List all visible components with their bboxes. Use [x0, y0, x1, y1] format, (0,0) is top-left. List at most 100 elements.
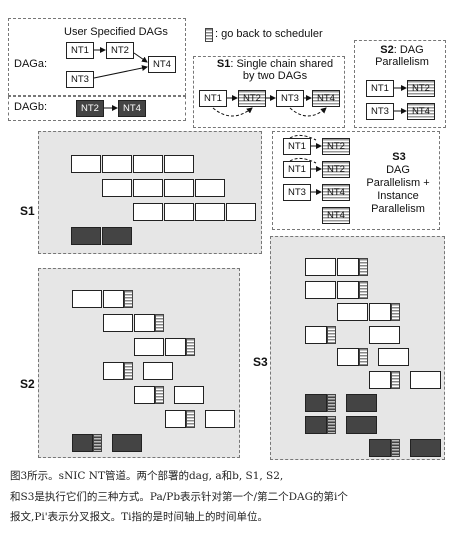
s3-cell	[369, 326, 400, 344]
s1-title-bold: S1	[216, 58, 231, 70]
s3-cell	[346, 416, 377, 434]
arrow-daga-2-4	[133, 52, 148, 63]
scheduler-coil-icon	[93, 434, 102, 452]
s2-cell	[143, 362, 173, 380]
s2-top-box	[354, 40, 446, 128]
s2-nt2: NT2	[407, 80, 435, 97]
s3-cell	[369, 371, 391, 389]
s3-cell	[305, 416, 327, 434]
s2-cell	[134, 338, 164, 356]
dagb-nt4: NT4	[118, 100, 146, 117]
s3-cell	[305, 281, 336, 299]
s2-cell	[174, 386, 204, 404]
s1-cell	[102, 155, 132, 173]
s1-cell	[164, 203, 194, 221]
scheduler-coil-icon	[124, 290, 133, 308]
s3-nt1b: NT1	[283, 161, 311, 178]
dagb-box	[8, 96, 186, 121]
s3-cell	[305, 326, 327, 344]
s3-cell	[346, 394, 377, 412]
scheduler-coil-icon	[359, 258, 368, 276]
s1-nt2: NT2	[238, 90, 266, 107]
s3-cell	[410, 439, 441, 457]
s3-cell	[337, 303, 368, 321]
s3-cell	[369, 439, 391, 457]
daga-nt3: NT3	[66, 71, 94, 88]
user-dags-box	[8, 18, 186, 96]
s1-top-title: S1: Single chain shared by two DAGs	[214, 58, 336, 82]
scheduler-coil-icon	[359, 281, 368, 299]
s3-cell	[378, 348, 409, 366]
caption-line-3: 报文,Pi'表示分叉报文。Ti指的是时间轴上的时间单位。	[10, 511, 269, 523]
scheduler-coil-icon	[155, 386, 164, 404]
s1-cell	[133, 203, 163, 221]
s3-cell	[337, 348, 359, 366]
s2-cell	[103, 290, 124, 308]
s2-cell	[72, 290, 102, 308]
s2-cell	[165, 410, 186, 428]
s3-cell	[305, 394, 327, 412]
s1-cell	[133, 179, 163, 197]
s1-cell	[164, 179, 194, 197]
s3-nt4a: NT4	[322, 184, 350, 201]
s3-cell	[369, 303, 391, 321]
s2-top-title: S2: DAG Parallelism	[364, 44, 440, 68]
s1-top-box	[193, 56, 345, 128]
arrow-s3-back-2	[289, 157, 317, 164]
dagb-label: DAGb:	[14, 101, 48, 113]
scheduler-coil-icon	[327, 394, 336, 412]
s3-nt2a: NT2	[322, 138, 350, 155]
scheduler-coil-icon	[186, 338, 195, 356]
s1-nt4: NT4	[312, 90, 340, 107]
s3-nt3: NT3	[283, 184, 311, 201]
s3-top-title-bold: S3	[392, 151, 406, 163]
s1-cell	[102, 179, 132, 197]
s1-cell	[133, 155, 163, 173]
s1-cell	[195, 203, 225, 221]
s2-nt3: NT3	[366, 103, 394, 120]
scheduler-coil-icon	[359, 348, 368, 366]
s3-nt4b: NT4	[322, 207, 350, 224]
s1-cell	[102, 227, 132, 245]
scheduler-coil-icon	[391, 371, 400, 389]
s3-cell	[337, 258, 359, 276]
daga-nt2: NT2	[106, 42, 134, 59]
s1-title-rest: : Single chain shared by two DAGs	[230, 58, 334, 82]
scheduler-coil-icon	[155, 314, 164, 332]
dagb-nt2: NT2	[76, 100, 104, 117]
arrow-daga-3-4	[93, 65, 148, 79]
scheduler-coil-icon	[327, 416, 336, 434]
s2-cell	[103, 362, 124, 380]
s3-cell	[305, 258, 336, 276]
scheduler-coil-icon	[124, 362, 133, 380]
legend-text: : go back to scheduler	[215, 28, 323, 40]
daga-nt1: NT1	[66, 42, 94, 59]
caption-line-2: 和S3是执行它们的三种方式。Pa/Pb表示针对第一个/第二个DAG的第i个	[10, 491, 348, 503]
scheduler-coil-icon	[327, 326, 336, 344]
arrow-s1-back-2	[289, 107, 327, 117]
s1-nt1: NT1	[199, 90, 227, 107]
user-dags-title: User Specified DAGs	[64, 26, 168, 38]
s1-cell	[71, 155, 101, 173]
s3-section-label: S3	[253, 355, 268, 369]
arrow-s3-back-1	[289, 134, 317, 141]
scheduler-coil-icon	[205, 28, 213, 42]
s1-cell	[226, 203, 256, 221]
s1-nt3: NT3	[276, 90, 304, 107]
daga-nt4: NT4	[148, 56, 176, 73]
s2-cell	[112, 434, 142, 452]
scheduler-coil-icon	[391, 303, 400, 321]
s2-nt1: NT1	[366, 80, 394, 97]
s2-section-label: S2	[20, 377, 35, 391]
scheduler-coil-icon	[391, 439, 400, 457]
s3-nt2b: NT2	[322, 161, 350, 178]
s3-top-box	[272, 131, 440, 230]
s3-top-title-rest: DAG Parallelism + Instance Parallelism	[366, 164, 430, 215]
s2-cell	[205, 410, 235, 428]
s3-cell	[337, 281, 359, 299]
s3-nt1a: NT1	[283, 138, 311, 155]
arrow-s1-back-1	[212, 107, 253, 117]
daga-label: DAGa:	[14, 58, 48, 70]
s2-nt4: NT4	[407, 103, 435, 120]
